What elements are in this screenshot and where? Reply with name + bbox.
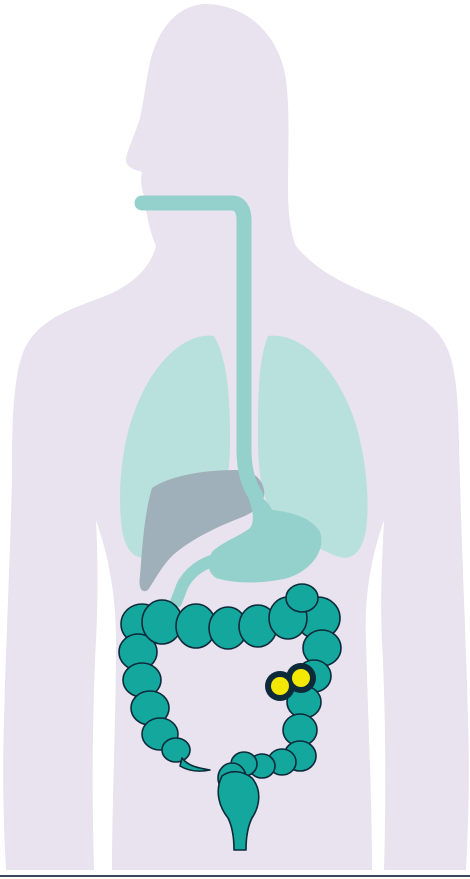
polyp-node	[271, 677, 289, 695]
colon-segment	[162, 738, 190, 762]
colon-segment	[286, 584, 318, 612]
polyp-node	[292, 669, 310, 687]
body-silhouette	[3, 4, 469, 870]
